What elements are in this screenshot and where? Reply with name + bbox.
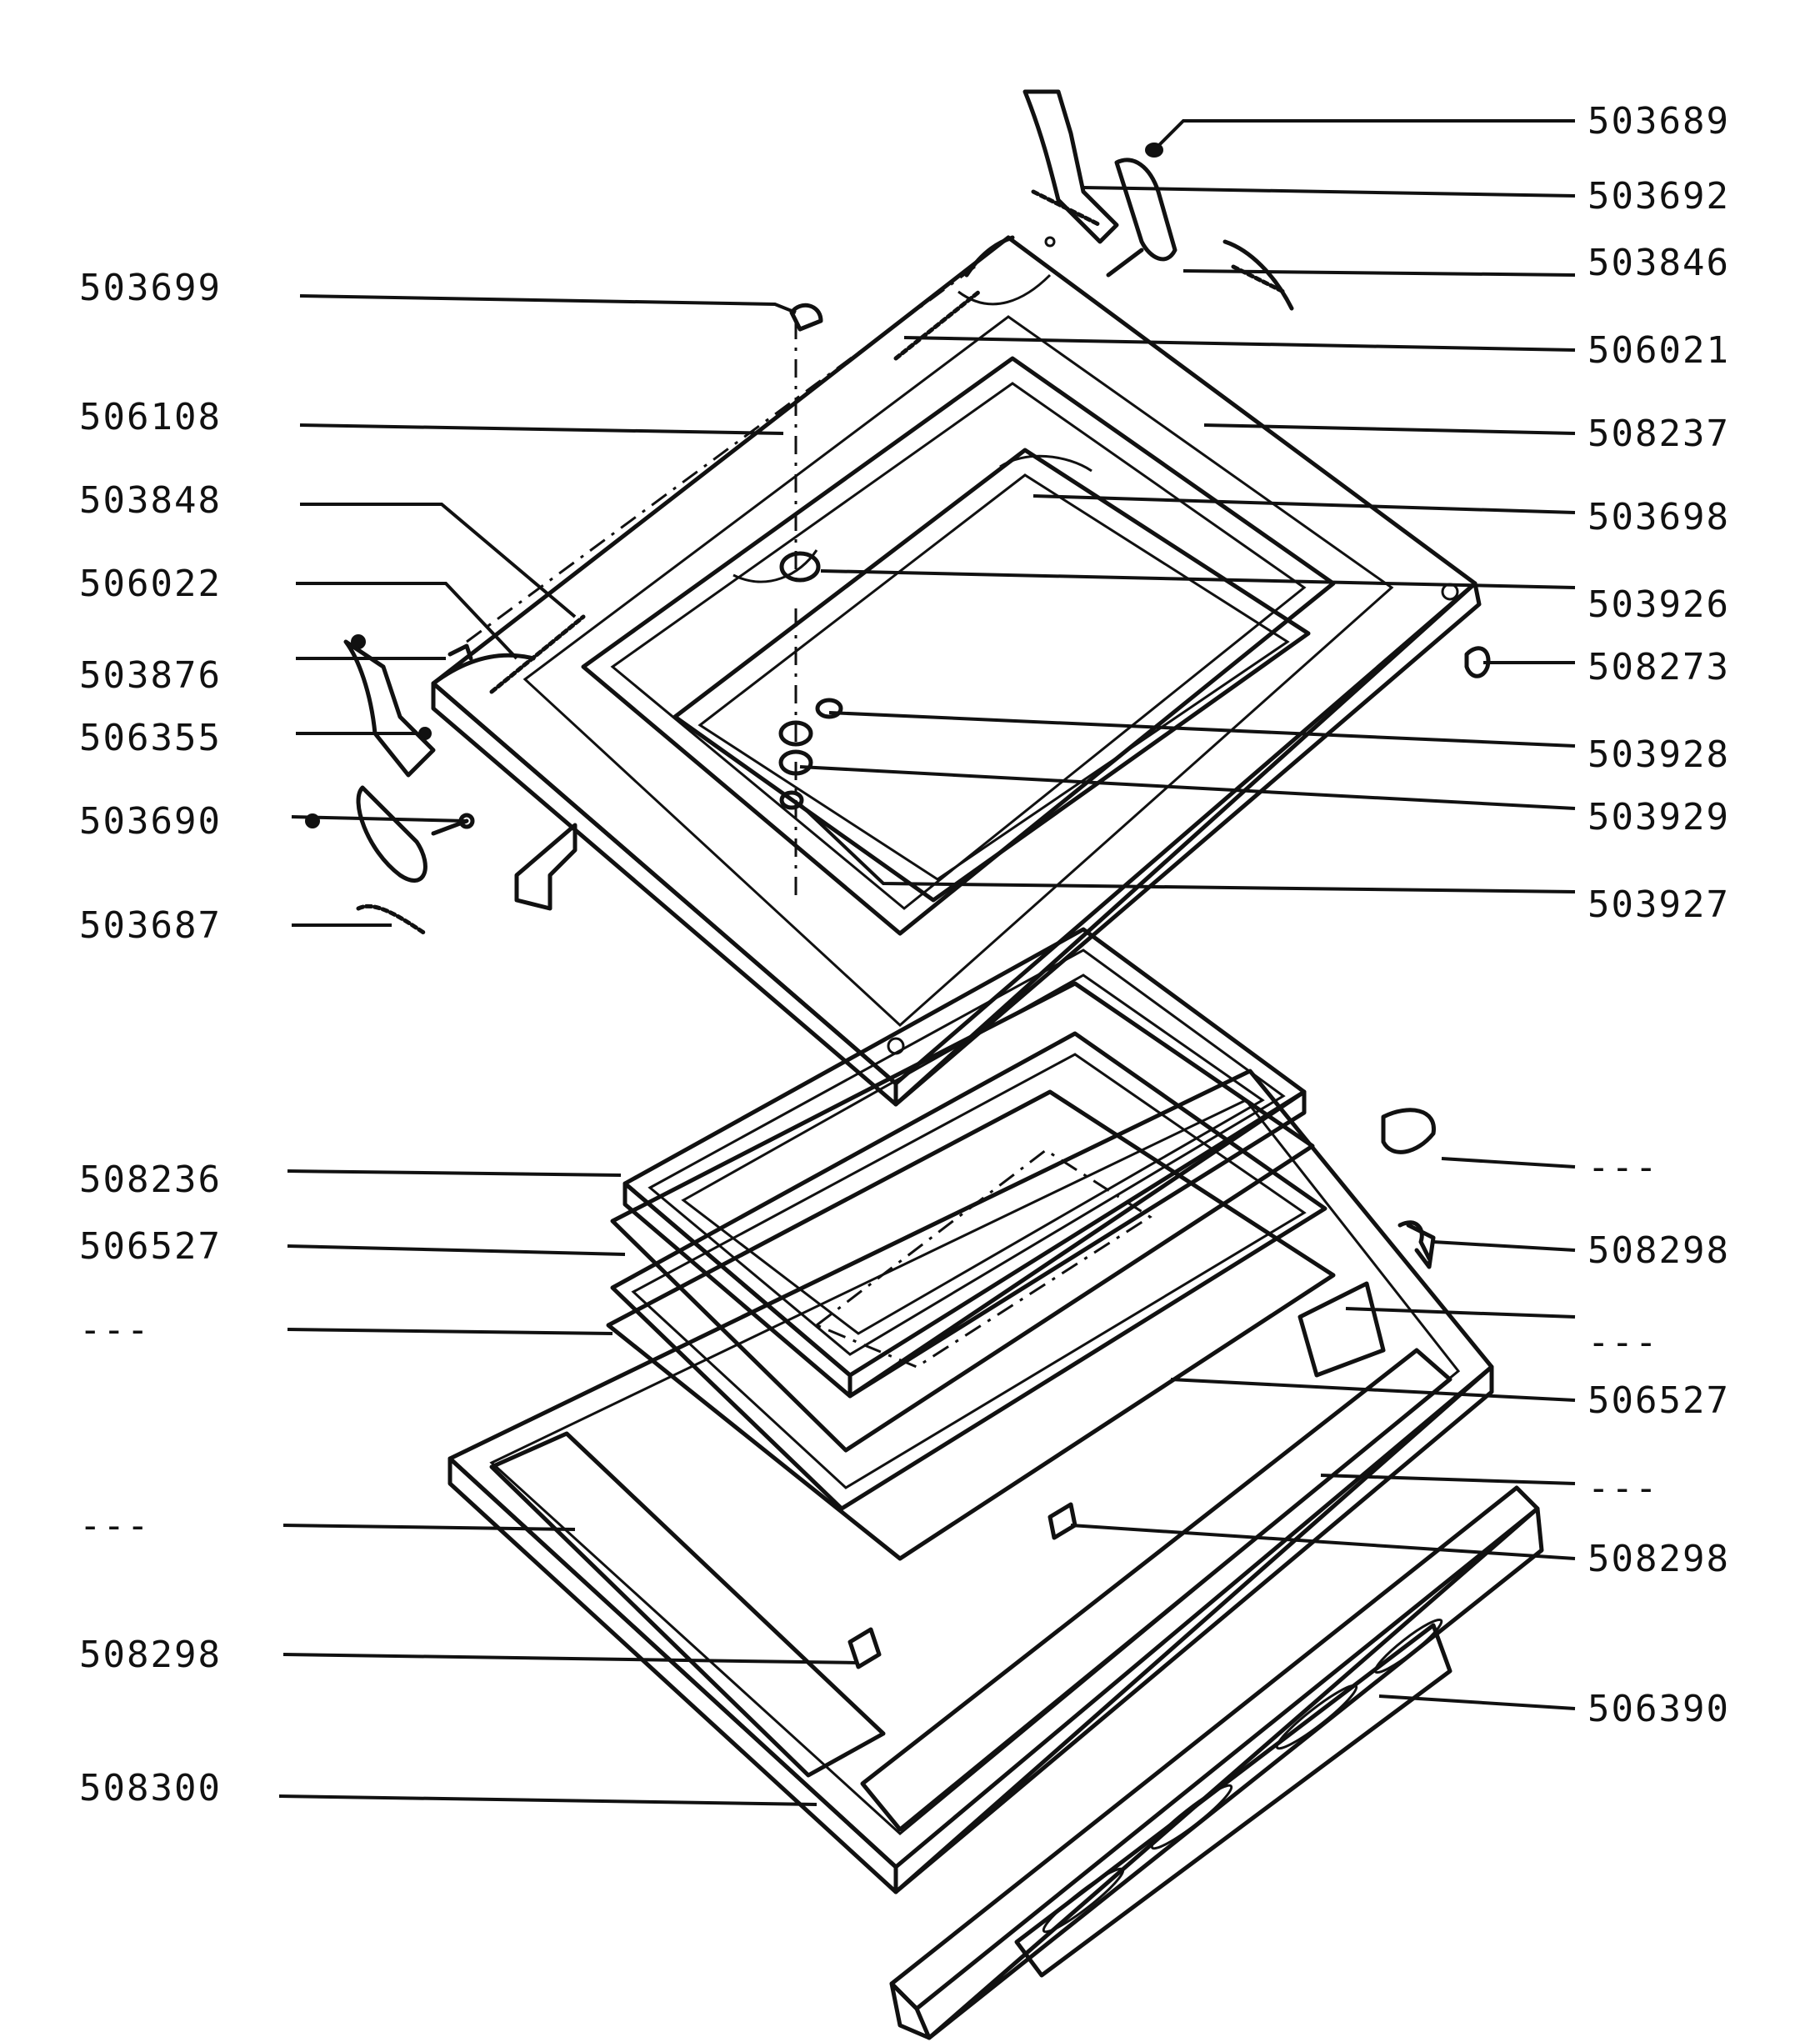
part-number-label: 508298 [1588, 1229, 1730, 1272]
part-number-label: 506527 [1588, 1379, 1730, 1422]
clips [1381, 1108, 1436, 1269]
part-number-label: 503699 [79, 267, 222, 309]
part-number-label: 508273 [1588, 646, 1730, 688]
right-part-labels: 503689 503692 503846 506021 508237 50369… [1588, 100, 1730, 1730]
part-number-label: 506108 [79, 396, 222, 438]
part-number-label: 503692 [1588, 175, 1730, 218]
parts-drawing [305, 89, 1544, 2040]
part-number-label: 503846 [1588, 242, 1730, 284]
part-number-label: 503687 [79, 904, 222, 947]
upper-door-frame [431, 235, 1482, 1107]
door-handle-trim [889, 1485, 1544, 2040]
part-number-label: 508298 [79, 1634, 222, 1676]
part-number-label: 506021 [1588, 329, 1730, 372]
part-number-label: --- [1588, 1146, 1658, 1189]
outer-door-panel [448, 1069, 1494, 1894]
part-number-label: 506390 [1588, 1688, 1730, 1730]
part-number-label: 503876 [79, 654, 222, 697]
part-number-label: 503690 [79, 800, 222, 843]
part-number-label: 503698 [1588, 496, 1730, 538]
assembly-axis-lines [466, 265, 976, 900]
part-number-label: 503929 [1588, 796, 1730, 838]
part-number-label: 506355 [79, 717, 222, 759]
part-number-label: 503926 [1588, 583, 1730, 626]
part-number-label: 506527 [79, 1225, 222, 1268]
part-number-label: 506022 [79, 563, 222, 605]
part-number-label: 508237 [1588, 413, 1730, 455]
part-number-label: --- [1588, 1321, 1658, 1364]
part-number-label: 508298 [1588, 1538, 1730, 1580]
part-number-label: --- [79, 1309, 150, 1351]
part-number-label: 503848 [79, 479, 222, 522]
part-number-label: 503928 [1588, 733, 1730, 776]
part-number-label: 503689 [1588, 100, 1730, 143]
small-hardware [305, 89, 1491, 911]
leader-lines [278, 119, 1576, 1806]
part-number-label: 503927 [1588, 883, 1730, 926]
part-number-label: --- [1588, 1467, 1658, 1509]
glass-pane-stack [606, 927, 1336, 1561]
part-number-label: 508300 [79, 1767, 222, 1809]
part-number-label: --- [79, 1504, 150, 1547]
left-part-labels: 503699 506108 503848 506022 503876 50635… [79, 267, 222, 1809]
part-number-label: 508236 [79, 1159, 222, 1201]
